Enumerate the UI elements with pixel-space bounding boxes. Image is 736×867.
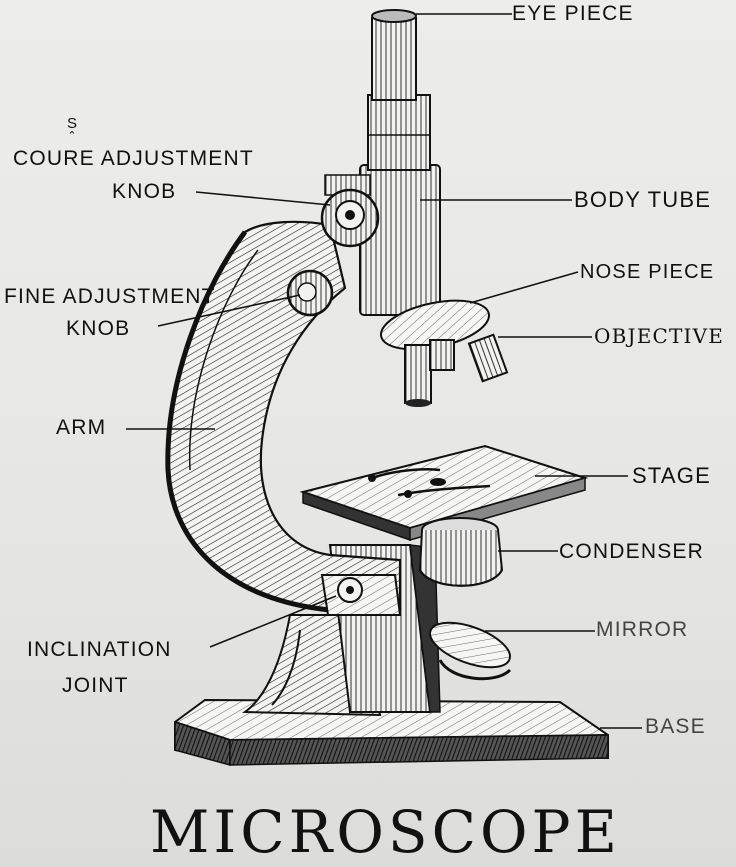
coarse-knob-part [322,175,378,246]
label-coarse-insertion-mark: S ⌃ [67,118,77,142]
caret-mark: ⌃ [67,130,77,142]
label-body-tube: BODY TUBE [574,187,711,213]
label-arm: ARM [56,416,106,440]
label-eye-piece: EYE PIECE [512,2,634,26]
fine-knob-part [288,271,332,315]
label-coarse-adjustment-line2: KNOB [112,180,176,204]
label-mirror: MIRROR [596,618,688,642]
page-title: MICROSCOPE [150,798,590,866]
body-tube-part [360,10,440,315]
label-stage: STAGE [632,463,711,489]
inclination-joint-part [322,575,400,615]
label-fine-adjustment-line1: FINE ADJUSTMENT [4,285,216,309]
label-condenser: CONDENSER [559,540,704,564]
label-nose-piece: NOSE PIECE [580,261,714,284]
condenser-part [420,518,502,586]
label-inclination-line2: JOINT [62,674,129,698]
label-coarse-adjustment-line1: COURE ADJUSTMENT [13,147,254,171]
label-coarse-insert-letter: S [67,118,77,130]
leader-coarse [196,192,330,205]
label-fine-adjustment-line2: KNOB [66,317,130,341]
label-base: BASE [645,715,706,739]
label-objective: OBJECTIVE [594,324,724,348]
leader-nose-piece [470,272,578,303]
label-inclination-line1: INCLINATION [27,638,172,662]
